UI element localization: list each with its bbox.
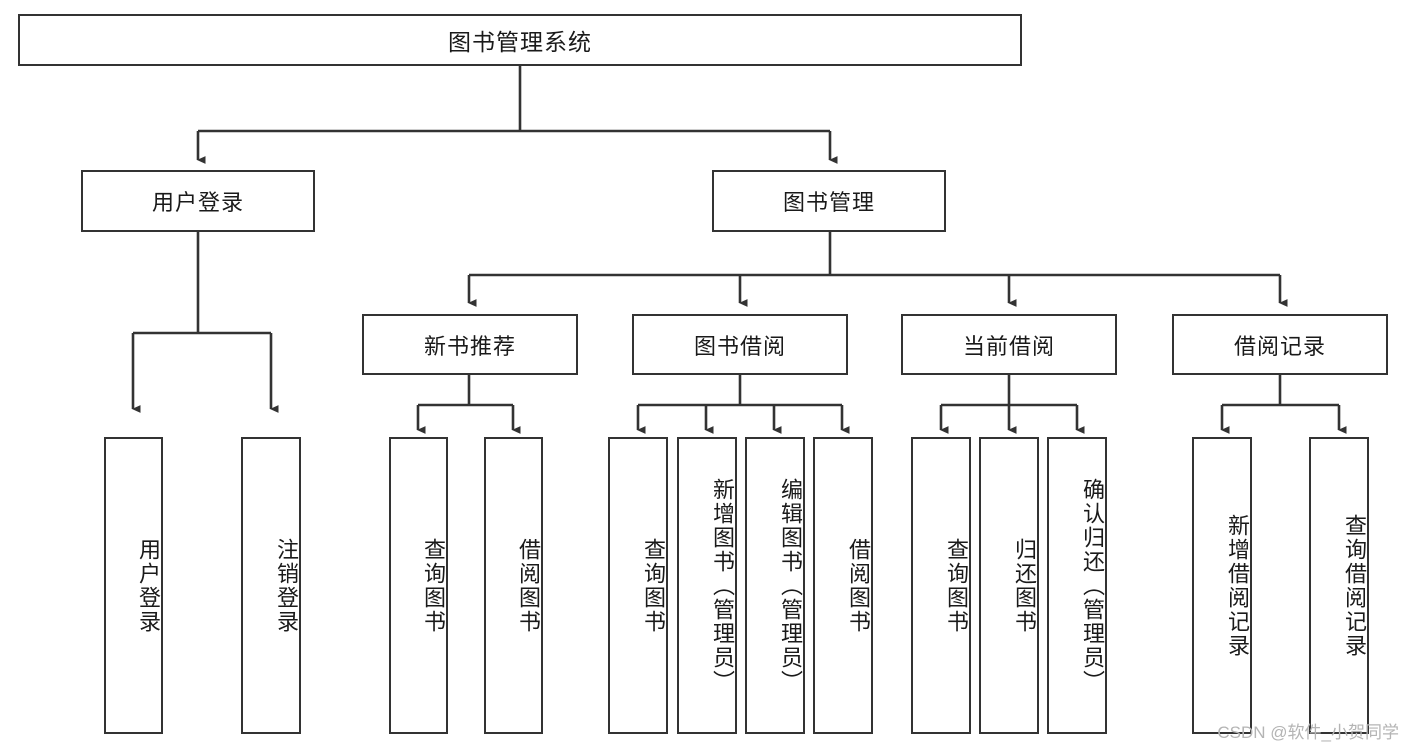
node-label: 当前借阅: [962, 333, 1055, 359]
node-label: 查询图书: [944, 537, 969, 634]
node-label: 新增借阅记录: [1225, 513, 1250, 658]
leaf-borrow-borrow-book[interactable]: 借阅图书: [813, 437, 873, 734]
leaf-user-login-signout[interactable]: 注销登录: [241, 437, 301, 734]
leaf-borrow-add-book-admin[interactable]: 新增图书（管理员）: [677, 437, 737, 734]
node-label: 用户登录: [136, 537, 161, 634]
node-label: 图书管理系统: [448, 29, 592, 55]
node-label: 查询图书: [421, 537, 446, 634]
node-label: 注销登录: [274, 537, 299, 634]
node-label: 新增图书（管理员）: [710, 477, 735, 694]
node-label: 查询图书: [641, 537, 666, 634]
leaf-borrow-edit-book-admin[interactable]: 编辑图书（管理员）: [745, 437, 805, 734]
node-label: 用户登录: [151, 190, 244, 215]
leaf-records-query-record[interactable]: 查询借阅记录: [1309, 437, 1369, 734]
node-root-system[interactable]: 图书管理系统: [18, 14, 1022, 66]
node-book-management[interactable]: 图书管理: [712, 170, 946, 232]
node-label: 查询借阅记录: [1342, 513, 1367, 658]
node-label: 新书推荐: [423, 333, 516, 359]
leaf-borrow-query-book[interactable]: 查询图书: [608, 437, 668, 734]
node-label: 图书借阅: [693, 333, 786, 359]
leaf-current-return-book[interactable]: 归还图书: [979, 437, 1039, 734]
node-current-borrow[interactable]: 当前借阅: [901, 314, 1117, 375]
leaf-user-login-signin[interactable]: 用户登录: [104, 437, 163, 734]
leaf-current-confirm-return-admin[interactable]: 确认归还（管理员）: [1047, 437, 1107, 734]
node-label: 借阅记录: [1233, 333, 1326, 359]
leaf-new-book-query[interactable]: 查询图书: [389, 437, 448, 734]
node-label: 编辑图书（管理员）: [778, 477, 803, 694]
node-user-login[interactable]: 用户登录: [81, 170, 315, 232]
leaf-new-book-borrow[interactable]: 借阅图书: [484, 437, 543, 734]
node-label: 借阅图书: [846, 537, 871, 634]
leaf-records-add-record[interactable]: 新增借阅记录: [1192, 437, 1252, 734]
node-label: 图书管理: [782, 190, 875, 215]
node-label: 归还图书: [1012, 537, 1037, 634]
node-new-book-recommend[interactable]: 新书推荐: [362, 314, 578, 375]
watermark-text: CSDN @软件_小贺同学: [1217, 723, 1399, 742]
leaf-current-query-book[interactable]: 查询图书: [911, 437, 971, 734]
node-book-borrow[interactable]: 图书借阅: [632, 314, 848, 375]
node-borrow-records[interactable]: 借阅记录: [1172, 314, 1388, 375]
node-label: 借阅图书: [516, 537, 541, 634]
node-label: 确认归还（管理员）: [1080, 477, 1105, 694]
